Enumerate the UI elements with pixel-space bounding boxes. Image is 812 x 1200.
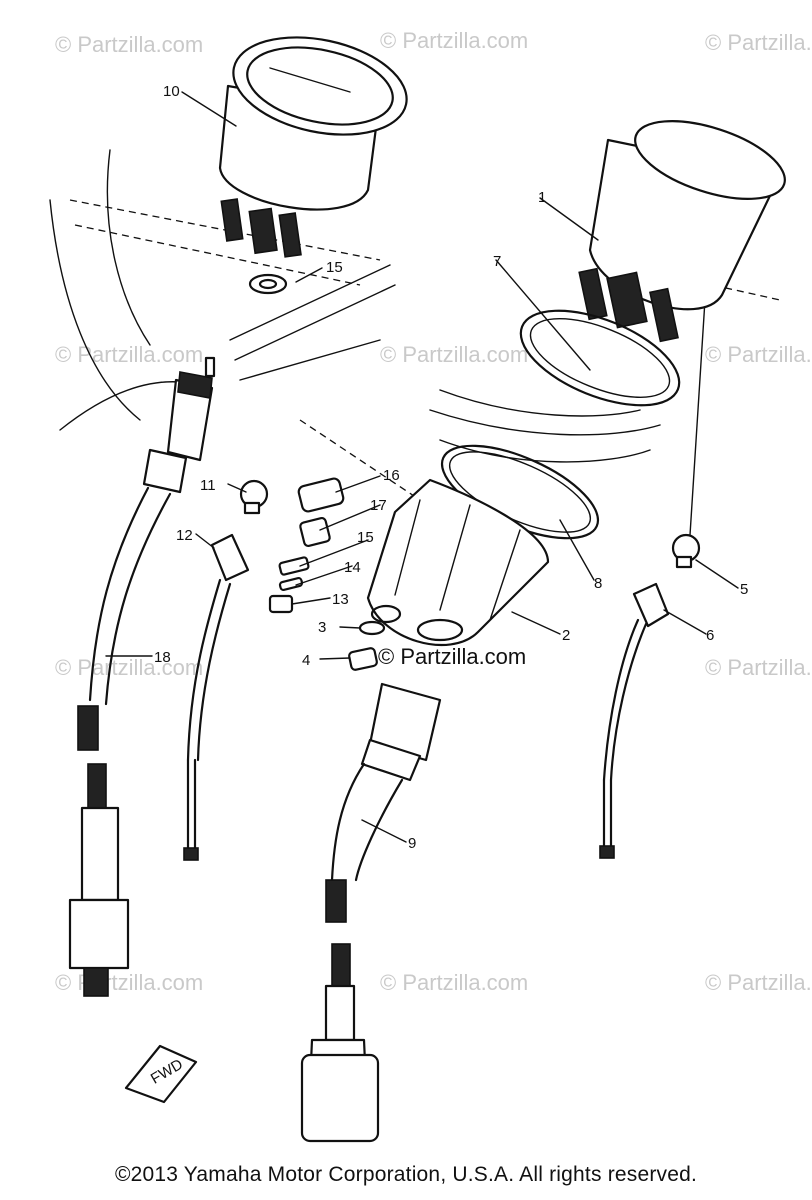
callout-9: 9 xyxy=(408,835,416,852)
meter-housing xyxy=(366,478,550,647)
callout-18: 18 xyxy=(154,649,171,666)
speedometer-cable xyxy=(300,682,442,1143)
watermark: © Partzilla.com xyxy=(380,342,528,367)
callout-17: 17 xyxy=(370,497,387,514)
callout-14: 14 xyxy=(344,559,361,576)
watermark: © Partzilla.com xyxy=(705,30,812,55)
callout-16: 16 xyxy=(383,467,400,484)
callout-12: 12 xyxy=(176,527,193,544)
bulb xyxy=(239,479,269,515)
callout-7: 7 xyxy=(493,253,501,270)
callout-5: 5 xyxy=(740,581,748,598)
bulb-socket-cord-right xyxy=(599,582,670,859)
bulb-socket-cord xyxy=(183,533,250,861)
bulb-socket-hardware xyxy=(268,477,386,671)
grommet xyxy=(248,273,288,295)
center-watermark: © Partzilla.com xyxy=(378,644,526,669)
callout-15-lower: 15 xyxy=(357,529,374,546)
watermarks: © Partzilla.com © Partzilla.com © Partzi… xyxy=(55,28,812,995)
copyright-notice: ©2013 Yamaha Motor Corporation, U.S.A. A… xyxy=(114,1163,698,1186)
watermark: © Partzilla.com xyxy=(380,970,528,995)
watermark: © Partzilla.com xyxy=(705,655,812,680)
gasket-ring xyxy=(519,309,681,407)
watermark: © Partzilla.com xyxy=(705,970,812,995)
watermark: © Partzilla.com xyxy=(55,655,203,680)
watermark: © Partzilla.com xyxy=(380,28,528,53)
callout-15-upper: 15 xyxy=(326,259,343,276)
leader-lines xyxy=(105,91,739,843)
watermark: © Partzilla.com xyxy=(55,970,203,995)
speedometer-gauge xyxy=(578,120,786,343)
callout-1: 1 xyxy=(538,189,546,206)
callout-13: 13 xyxy=(332,591,349,608)
forward-arrow: FWD xyxy=(124,1044,198,1104)
bulb-right xyxy=(671,533,701,569)
callout-8: 8 xyxy=(594,575,602,592)
callout-3: 3 xyxy=(318,619,326,636)
watermark: © Partzilla.com xyxy=(55,342,203,367)
callout-11: 11 xyxy=(200,477,216,494)
watermark: © Partzilla.com xyxy=(705,342,812,367)
callout-2: 2 xyxy=(562,627,570,644)
callout-4: 4 xyxy=(302,652,310,669)
tachometer-gauge xyxy=(218,36,408,258)
tachometer-cable xyxy=(68,356,216,997)
callout-numbers: 10 1 7 15 16 11 17 12 15 14 8 5 13 3 6 2… xyxy=(154,83,748,852)
callout-10: 10 xyxy=(163,83,180,100)
callout-6: 6 xyxy=(706,627,714,644)
watermark: © Partzilla.com xyxy=(55,32,203,57)
